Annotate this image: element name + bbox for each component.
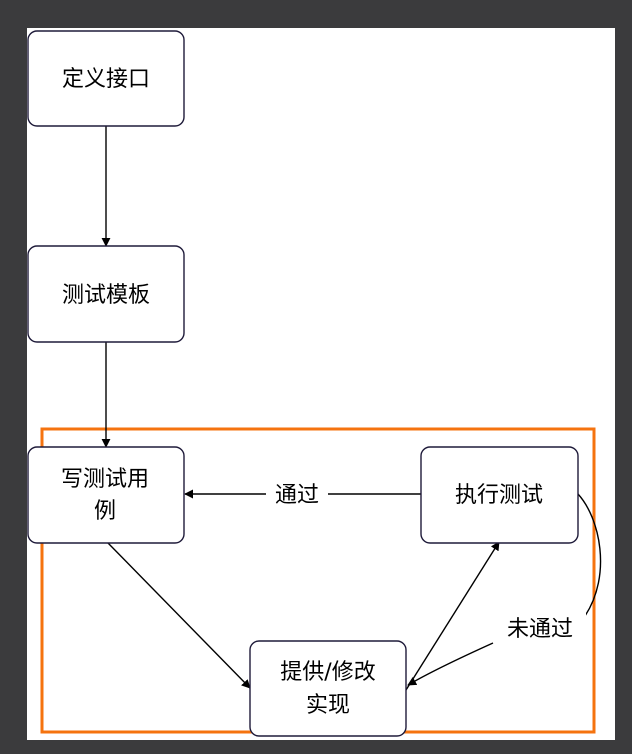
node-test-template[interactable]: 测试模板	[27, 245, 185, 343]
node-test-template-label: 测试模板	[62, 283, 150, 308]
node-write-test-case[interactable]: 写测试用 例	[27, 446, 185, 544]
edge-write-to-impl	[107, 542, 251, 689]
node-define-interface-label: 定义接口	[62, 67, 150, 92]
edge-label-passed: 通过	[275, 483, 319, 508]
edges	[101, 126, 602, 691]
node-provide-implementation[interactable]: 提供/修改 实现	[249, 640, 407, 737]
node-provide-implementation-label-line2: 实现	[306, 693, 350, 718]
node-run-test-label: 执行测试	[455, 483, 543, 508]
edge-run-to-impl-upper	[577, 493, 602, 617]
edge-label-failed: 未通过	[507, 617, 573, 642]
node-run-test[interactable]: 执行测试	[420, 446, 579, 544]
node-write-test-case-label-line1: 写测试用	[61, 467, 149, 492]
edge-run-to-impl-lower	[407, 642, 494, 686]
node-define-interface[interactable]: 定义接口	[27, 30, 185, 127]
edge-label-failed-background	[494, 612, 586, 646]
node-provide-implementation-label-line1: 提供/修改	[280, 660, 375, 685]
node-write-test-case-label-line2: 例	[94, 499, 116, 524]
edge-impl-to-run	[405, 541, 500, 691]
